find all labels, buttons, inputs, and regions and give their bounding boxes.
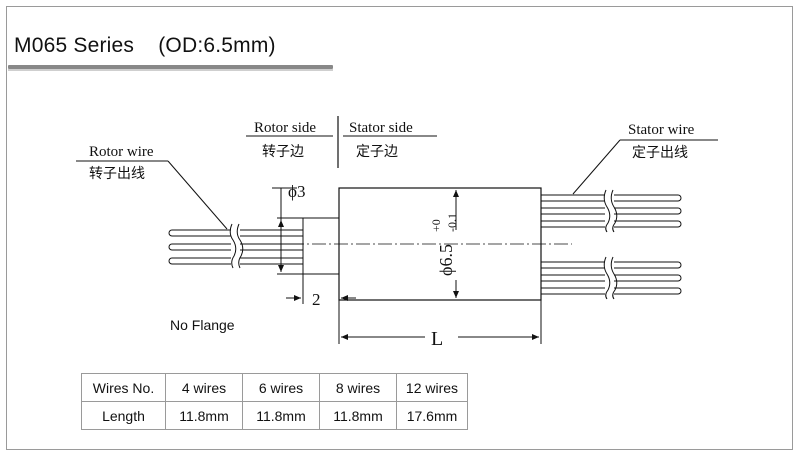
body-diameter-upper-tolerance: +0 <box>429 219 443 232</box>
title-underline-shadow <box>8 69 333 71</box>
body-diameter-label-group: ϕ6.5 +0 -0.1 <box>429 213 459 276</box>
stator-wire-bundle <box>541 189 682 300</box>
body-diameter-label: ϕ6.5 <box>436 244 456 276</box>
table-cell: 17.6mm <box>396 401 468 430</box>
table-cell: 8 wires <box>319 373 397 402</box>
rotor-shaft <box>302 217 340 275</box>
table-row-header: Wires No. <box>81 373 166 402</box>
no-flange-note: No Flange <box>170 317 235 333</box>
table-row: Length 11.8mm 11.8mm 11.8mm 17.6mm <box>81 401 468 430</box>
table-cell: 12 wires <box>396 373 468 402</box>
stator-wire-label-zh: 定子出线 <box>632 145 688 161</box>
stator-wire-leader <box>572 139 621 195</box>
table-row: Wires No. 4 wires 6 wires 8 wires 12 wir… <box>81 373 468 402</box>
stator-side-label: Stator side <box>349 120 413 136</box>
body-diameter-lower-tolerance: -0.1 <box>445 213 459 232</box>
rotor-wire-bundle <box>168 223 303 269</box>
rotor-side-label: Rotor side <box>254 120 316 136</box>
table-cell: 6 wires <box>242 373 320 402</box>
table-cell: 4 wires <box>165 373 243 402</box>
drawing-frame <box>6 6 793 450</box>
page-title: M065 Series (OD:6.5mm) <box>14 34 276 57</box>
rotor-wire-label: Rotor wire <box>89 144 154 160</box>
stator-side-label-zh: 定子边 <box>356 144 398 160</box>
table-cell: 11.8mm <box>242 401 320 430</box>
table-row-header: Length <box>81 401 166 430</box>
wire-spec-table: Wires No. 4 wires 6 wires 8 wires 12 wir… <box>81 373 468 430</box>
stator-wire-label: Stator wire <box>628 122 695 138</box>
length-dimension <box>338 300 542 344</box>
shaft-diameter-label: ϕ3 <box>288 182 305 201</box>
title-underline <box>8 65 333 69</box>
table-cell: 11.8mm <box>319 401 397 430</box>
shaft-diameter-dimension <box>272 187 303 275</box>
length-dimension-label: L <box>431 328 443 350</box>
rotor-wire-leader <box>167 160 228 230</box>
rotor-wire-label-zh: 转子出线 <box>89 166 145 182</box>
rotor-side-label-zh: 转子边 <box>262 144 304 160</box>
gap-dimension-label: 2 <box>312 290 321 309</box>
table-cell: 11.8mm <box>165 401 243 430</box>
